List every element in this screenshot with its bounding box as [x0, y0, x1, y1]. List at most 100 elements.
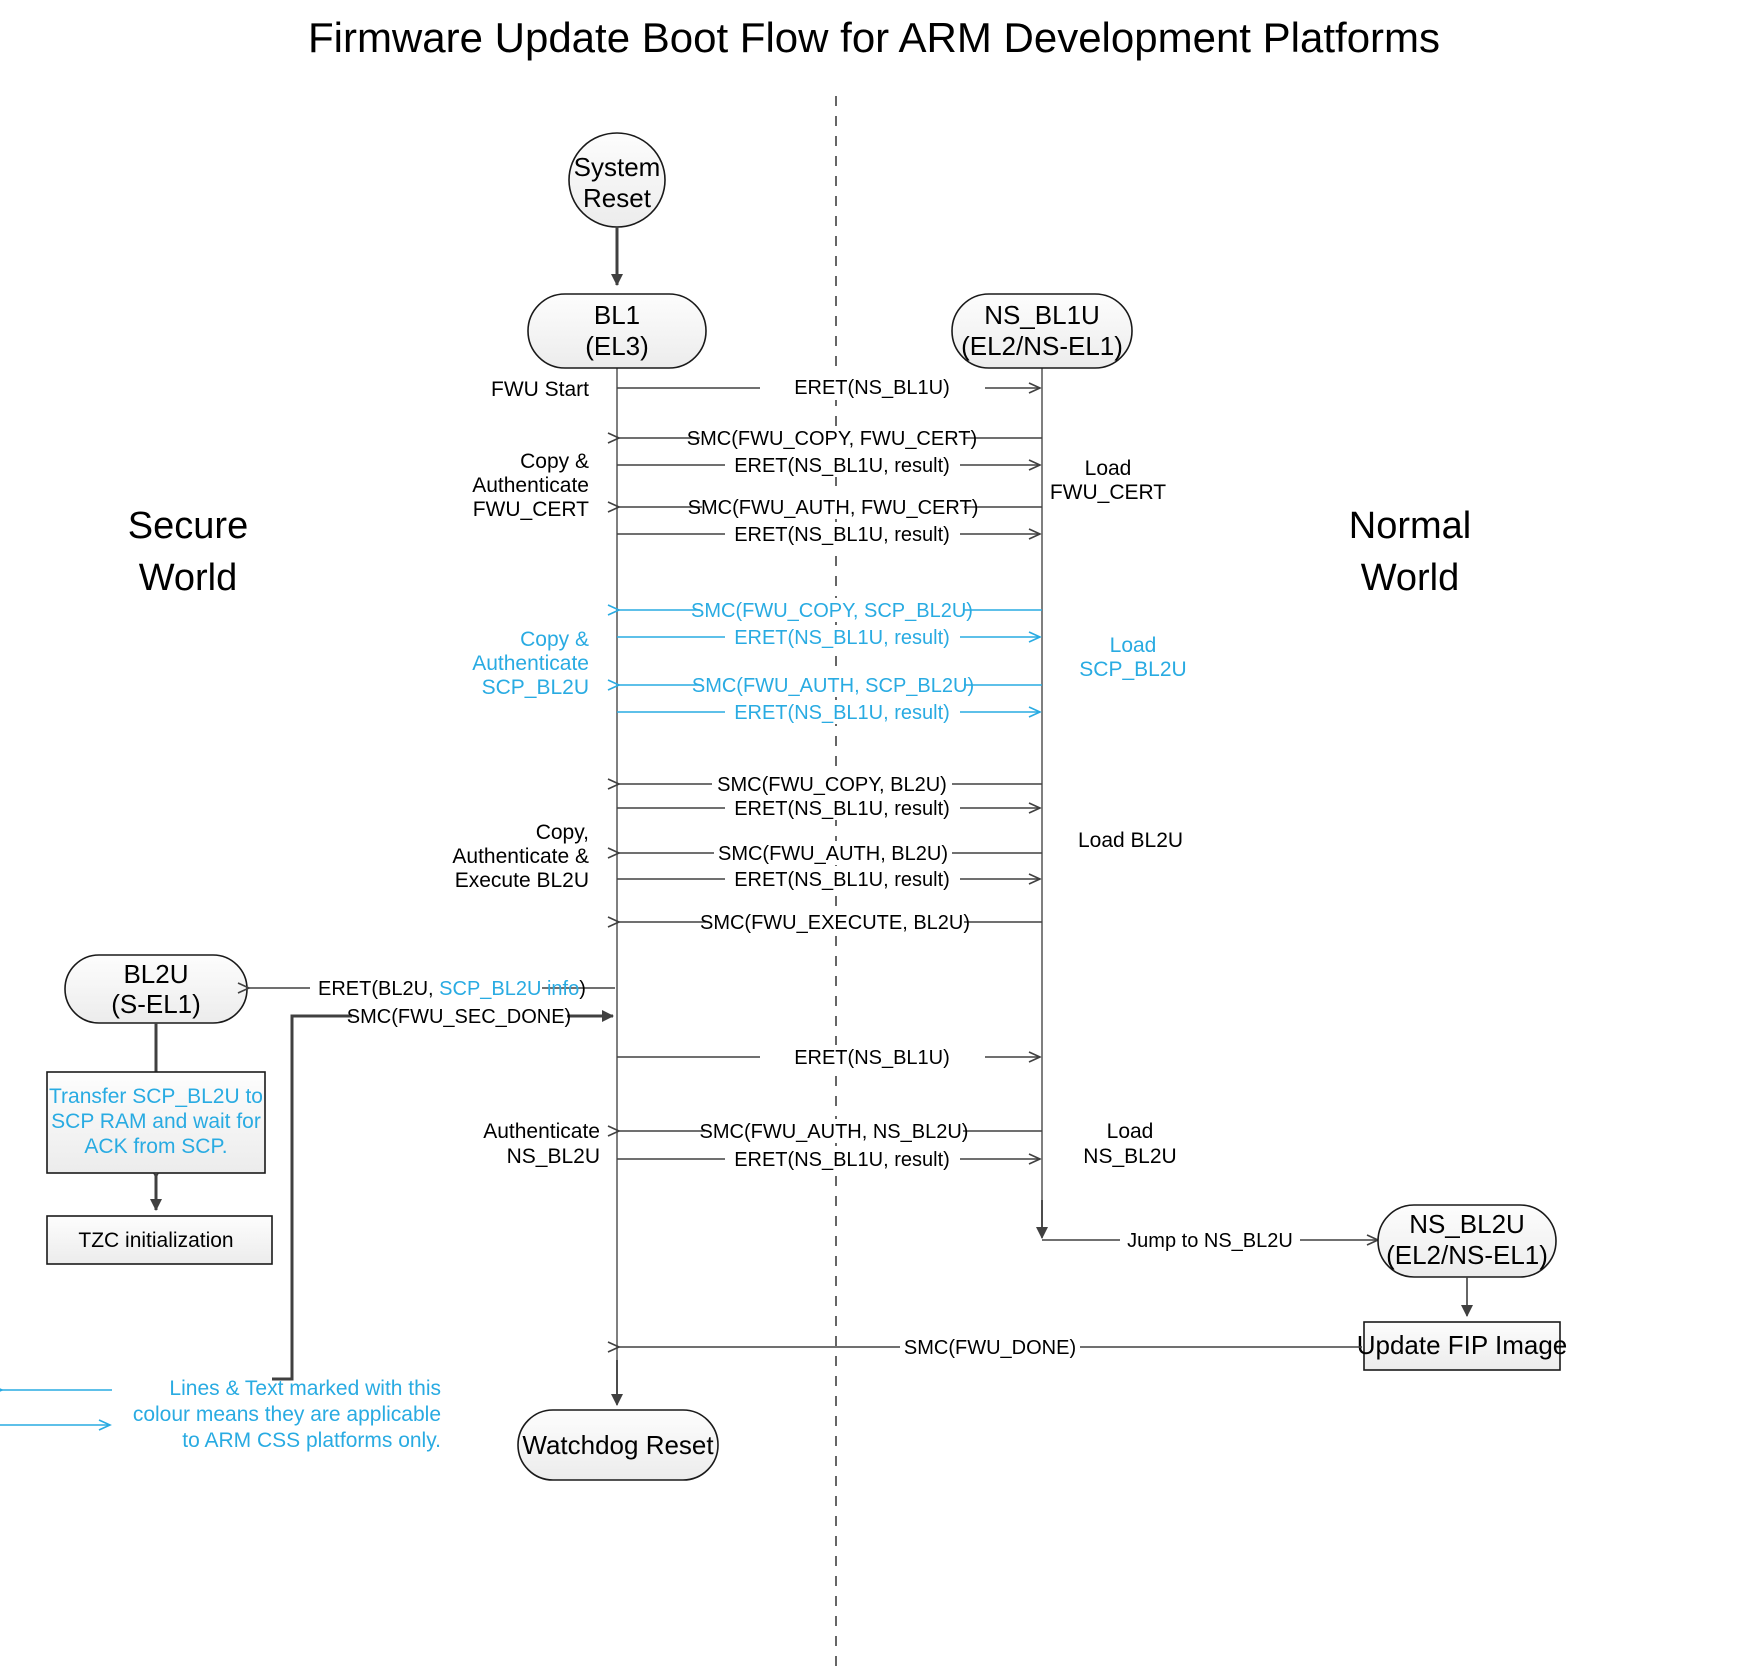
page-title: Firmware Update Boot Flow for ARM Develo…	[308, 14, 1440, 61]
annotation-copy-authenticate-scp-bl2u: Copy & Authenticate SCP_BL2U	[472, 628, 589, 699]
normal-world-label: Normal World	[1349, 505, 1471, 599]
system-reset-label-line2: Reset	[583, 183, 652, 213]
annotation-fwu-start: FWU Start	[491, 378, 589, 401]
ns-bl2u-label-line2: (EL2/NS-EL1)	[1386, 1240, 1548, 1270]
message-label: ERET(NS_BL1U)	[794, 377, 950, 399]
normal-world-label-line2: World	[1361, 557, 1460, 599]
annotation-load-fwu-cert: Load FWU_CERT	[1050, 457, 1166, 504]
annotation-line3: FWU_CERT	[473, 498, 589, 521]
normal-world-label-line1: Normal	[1349, 505, 1471, 547]
message-eret-bl2u-scp-bl2u-info: ERET(BL2U, SCP_BL2U info)	[237, 976, 615, 1000]
ns-bl1u-label-line2: (EL2/NS-EL1)	[961, 331, 1123, 361]
message-smc-fwu-done: SMC(FWU_DONE)	[607, 1335, 1362, 1359]
message-label: ERET(NS_BL1U, result)	[734, 1149, 950, 1171]
box-transfer-scp-bl2u[interactable]: Transfer SCP_BL2U to SCP RAM and wait fo…	[46, 1071, 266, 1174]
transfer-box-line1: Transfer SCP_BL2U to	[49, 1085, 263, 1108]
annotation-copy-authenticate-execute-bl2u: Copy, Authenticate & Execute BL2U	[452, 821, 589, 892]
message-eret-ns-bl1u-result-cyan-2: ERET(NS_BL1U, result)	[617, 700, 1042, 724]
annotation-line1: Authenticate	[483, 1120, 600, 1143]
message-eret-ns-bl1u-result-2: ERET(NS_BL1U, result)	[617, 522, 1042, 546]
message-eret-ns-bl1u-result-1: ERET(NS_BL1U, result)	[617, 453, 1042, 477]
tzc-box-label: TZC initialization	[78, 1229, 233, 1252]
system-reset-label-line1: System	[574, 152, 661, 182]
annotation-line2: Authenticate	[472, 474, 589, 497]
message-eret-ns-bl1u-result-5: ERET(NS_BL1U, result)	[617, 1147, 1042, 1171]
node-bl1[interactable]: BL1 (EL3)	[527, 293, 707, 369]
bl1-label-line2: (EL3)	[585, 331, 649, 361]
node-bl2u[interactable]: BL2U (S-EL1)	[64, 954, 248, 1024]
ns-bl2u-label-line1: NS_BL2U	[1409, 1209, 1525, 1239]
eret-bl2u-suffix: )	[579, 978, 586, 1000]
message-label: SMC(FWU_COPY, FWU_CERT)	[687, 428, 977, 450]
message-label: SMC(FWU_AUTH, FWU_CERT)	[688, 497, 979, 519]
message-label: ERET(NS_BL1U, result)	[734, 455, 950, 477]
message-label: ERET(NS_BL1U, result)	[734, 524, 950, 546]
legend-line1: Lines & Text marked with this	[169, 1377, 441, 1400]
message-smc-fwu-auth-bl2u: SMC(FWU_AUTH, BL2U)	[607, 841, 1042, 865]
annotation-authenticate-ns-bl2u: Authenticate NS_BL2U	[483, 1120, 600, 1168]
box-update-fip-image[interactable]: Update FIP Image	[1357, 1321, 1568, 1371]
message-label: ERET(NS_BL1U, result)	[734, 798, 950, 820]
annotation-line2: FWU_CERT	[1050, 481, 1166, 504]
annotation-load-scp-bl2u: Load SCP_BL2U	[1079, 634, 1186, 681]
message-smc-fwu-copy-bl2u: SMC(FWU_COPY, BL2U)	[607, 772, 1042, 796]
message-smc-fwu-copy-scp-bl2u: SMC(FWU_COPY, SCP_BL2U)	[607, 598, 1042, 622]
box-tzc-initialization[interactable]: TZC initialization	[46, 1215, 273, 1265]
transfer-box-line2: SCP RAM and wait for	[51, 1110, 261, 1133]
message-eret-ns-bl1u-1: ERET(NS_BL1U)	[617, 376, 1042, 400]
message-eret-ns-bl1u-2: ERET(NS_BL1U)	[617, 1045, 1042, 1069]
secure-world-label-line2: World	[139, 557, 238, 599]
bl1-label-line1: BL1	[594, 300, 640, 330]
message-smc-fwu-auth-scp-bl2u: SMC(FWU_AUTH, SCP_BL2U)	[607, 673, 1042, 697]
node-ns-bl2u[interactable]: NS_BL2U (EL2/NS-EL1)	[1377, 1204, 1557, 1278]
message-label: SMC(FWU_COPY, SCP_BL2U)	[691, 600, 973, 622]
message-jump-to-ns-bl2u: Jump to NS_BL2U	[1042, 1228, 1380, 1252]
message-smc-fwu-copy-fwu-cert: SMC(FWU_COPY, FWU_CERT)	[607, 426, 1042, 450]
secure-world-label-line1: Secure	[128, 505, 248, 547]
message-label: SMC(FWU_EXECUTE, BL2U)	[700, 912, 970, 934]
legend-line3: to ARM CSS platforms only.	[182, 1429, 441, 1452]
message-eret-ns-bl1u-result-4: ERET(NS_BL1U, result)	[617, 867, 1042, 891]
bl2u-label-line1: BL2U	[123, 959, 188, 989]
node-system-reset[interactable]: System Reset	[568, 132, 666, 228]
message-label: Jump to NS_BL2U	[1127, 1230, 1293, 1252]
annotation-line1: Copy &	[520, 628, 589, 651]
message-label: ERET(NS_BL1U, result)	[734, 702, 950, 724]
node-ns-bl1u[interactable]: NS_BL1U (EL2/NS-EL1)	[951, 293, 1133, 369]
node-watchdog-reset[interactable]: Watchdog Reset	[517, 1409, 719, 1481]
secure-world-label: Secure World	[128, 505, 248, 599]
message-smc-fwu-auth-ns-bl2u: SMC(FWU_AUTH, NS_BL2U)	[607, 1119, 1042, 1143]
update-fip-box-label: Update FIP Image	[1357, 1330, 1568, 1360]
message-smc-fwu-execute-bl2u: SMC(FWU_EXECUTE, BL2U)	[607, 910, 1042, 934]
message-label-eret-bl2u: ERET(BL2U, SCP_BL2U info)	[318, 978, 586, 1000]
annotation-line1: Copy,	[536, 821, 589, 844]
annotation-line2: Authenticate &	[452, 845, 589, 868]
annotation-line3: Execute BL2U	[455, 869, 589, 892]
message-label: ERET(NS_BL1U, result)	[734, 627, 950, 649]
annotation-line1: Load	[1085, 457, 1132, 480]
annotation-line1: Load	[1110, 634, 1157, 657]
bl2u-label-line2: (S-EL1)	[111, 989, 201, 1019]
ns-bl1u-label-line1: NS_BL1U	[984, 300, 1100, 330]
annotation-line2: SCP_BL2U	[1079, 658, 1186, 681]
eret-bl2u-prefix: ERET(BL2U,	[318, 978, 439, 1000]
annotation-line1: Load	[1107, 1120, 1154, 1143]
annotation-line1: Copy &	[520, 450, 589, 473]
message-eret-ns-bl1u-result-cyan-1: ERET(NS_BL1U, result)	[617, 625, 1042, 649]
annotation-copy-authenticate-fwu-cert: Copy & Authenticate FWU_CERT	[472, 450, 589, 521]
legend: Lines & Text marked with this colour mea…	[0, 1377, 441, 1452]
annotation-line2: NS_BL2U	[507, 1145, 600, 1168]
annotation-line2: Authenticate	[472, 652, 589, 675]
message-smc-fwu-auth-fwu-cert: SMC(FWU_AUTH, FWU_CERT)	[607, 495, 1042, 519]
message-label: SMC(FWU_DONE)	[904, 1337, 1076, 1359]
message-label: SMC(FWU_SEC_DONE)	[347, 1006, 571, 1028]
message-label: ERET(NS_BL1U, result)	[734, 869, 950, 891]
annotation-load-ns-bl2u: Load NS_BL2U	[1083, 1120, 1176, 1168]
message-label: SMC(FWU_AUTH, NS_BL2U)	[700, 1121, 969, 1143]
watchdog-reset-label: Watchdog Reset	[522, 1430, 714, 1460]
annotation-line3: SCP_BL2U	[482, 676, 589, 699]
annotation-load-bl2u: Load BL2U	[1078, 829, 1183, 852]
message-eret-ns-bl1u-result-3: ERET(NS_BL1U, result)	[617, 796, 1042, 820]
legend-line2: colour means they are applicable	[133, 1403, 441, 1426]
